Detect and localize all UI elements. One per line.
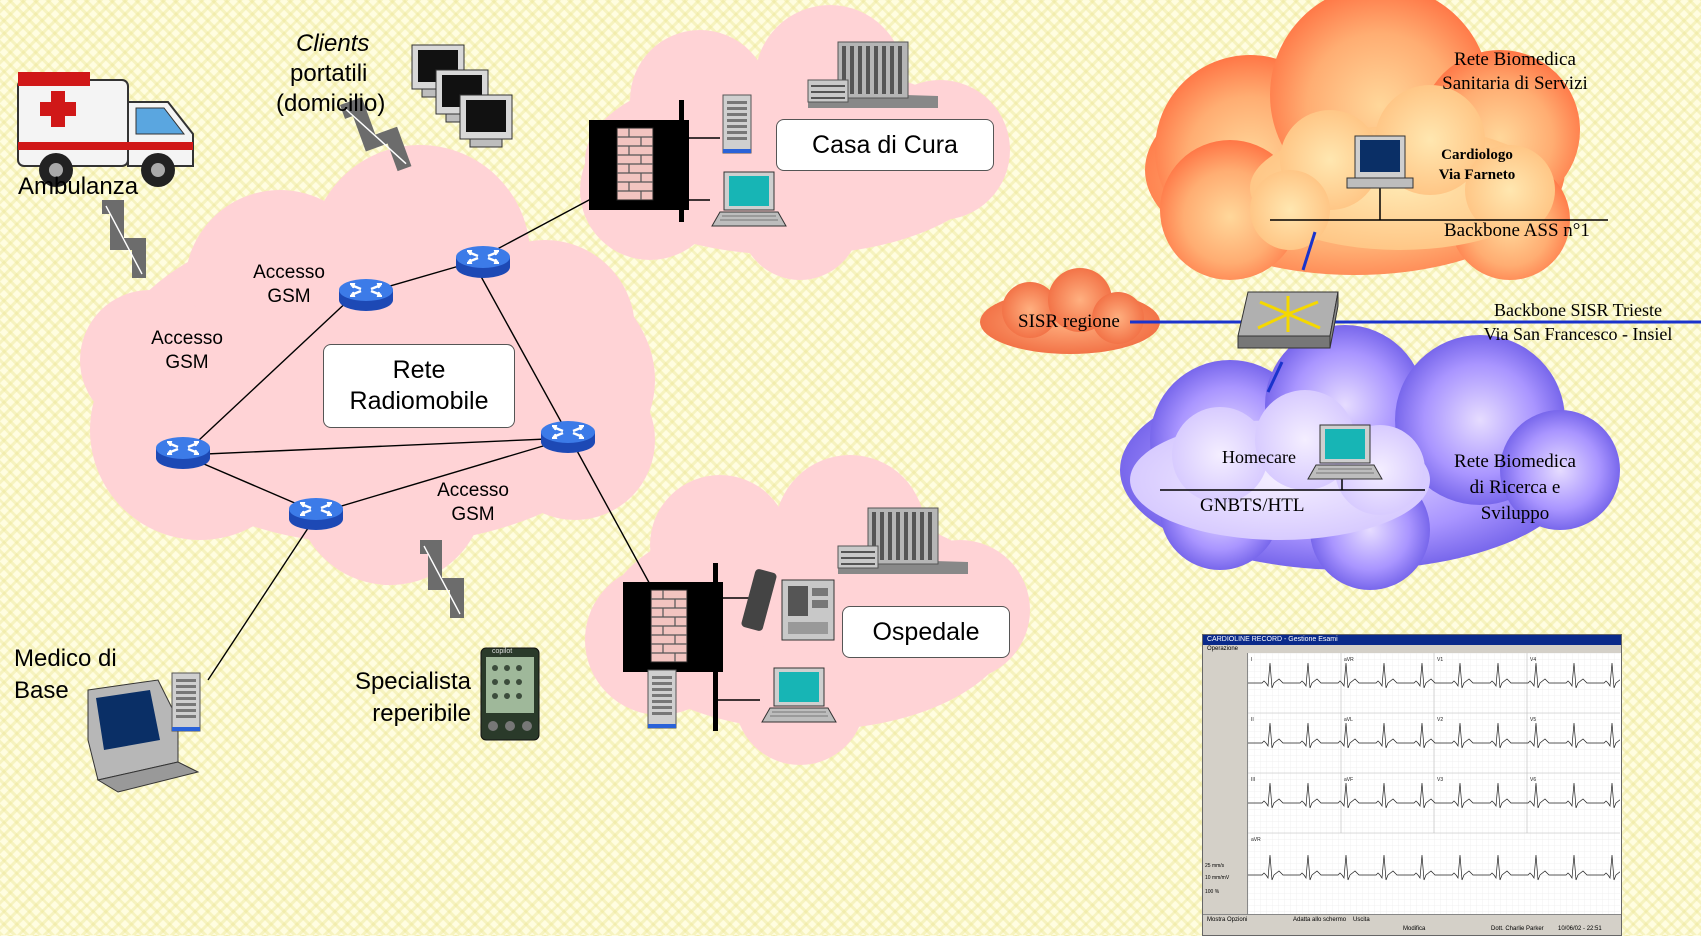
- ecg-zoom: 100 %: [1205, 889, 1220, 895]
- ecg-gain: 10 mm/mV: [1205, 875, 1230, 881]
- ecg-window-title: CARDIOLINE RECORD - Gestione Esami: [1203, 635, 1621, 645]
- ambulanza-label: Ambulanza: [18, 173, 139, 200]
- firewall-icon: [622, 581, 724, 673]
- switch-icon: [1237, 291, 1339, 349]
- ambulance-icon: [17, 72, 194, 187]
- ecg-lead-label: aVR: [1251, 837, 1261, 843]
- sisr-regione-label: SISR regione: [1018, 311, 1120, 332]
- casa-di-cura-label: Casa di Cura: [776, 119, 994, 171]
- firewall-icon: [588, 119, 690, 211]
- backbone-ass-label: Backbone ASS n°1: [1444, 220, 1590, 241]
- computer-icon: [87, 679, 200, 793]
- ecg-trace: [1248, 782, 1620, 809]
- ecg-side-panel: 25 mm/s 10 mm/mV 100 %: [1203, 653, 1248, 915]
- ecg-trace: [1248, 722, 1620, 749]
- ecg-status-item: Adatta allo schermo: [1293, 917, 1347, 923]
- ecg-lead-label: V5: [1530, 717, 1536, 723]
- server-icon: [722, 94, 752, 154]
- ecg-lead-label: aVF: [1344, 777, 1353, 783]
- ecg-window-menu: Operazione: [1203, 645, 1621, 653]
- gnbts-label: GNBTS/HTL: [1200, 495, 1305, 516]
- ecg-speed: 25 mm/s: [1205, 863, 1225, 869]
- pda-icon: [480, 647, 540, 741]
- sisr-regione-cloud: [980, 268, 1160, 354]
- ecg-status-item: 10/06/02 - 22:51: [1558, 926, 1602, 932]
- server-icon: [171, 672, 201, 732]
- computer-icon: [1346, 135, 1414, 189]
- ecg-lead-label: II: [1251, 717, 1254, 723]
- ecg-lead-label: V1: [1437, 657, 1443, 663]
- ecg-trace: [1248, 854, 1620, 881]
- ecg-lead-label: III: [1251, 777, 1255, 783]
- ospedale-label: Ospedale: [842, 606, 1010, 658]
- router-icon: [287, 496, 345, 532]
- ecg-trace: [1248, 662, 1620, 689]
- router-icon: [454, 244, 512, 280]
- ecg-status-item: Uscita: [1353, 917, 1370, 923]
- ecg-lead-label: aVL: [1344, 717, 1353, 723]
- router-icon: [539, 419, 597, 455]
- ecg-status-bar: Mostra Opzioni Adatta allo schermo Uscit…: [1203, 914, 1621, 935]
- clients-label: portatili: [290, 60, 368, 87]
- ecg-lead-label: V4: [1530, 657, 1536, 663]
- ecg-status-item: Mostra Opzioni: [1207, 917, 1248, 923]
- ecg-lead-label: I: [1251, 657, 1252, 663]
- server-icon: [647, 669, 677, 729]
- ecg-lead-label: V3: [1437, 777, 1443, 783]
- ecg-lead-label: V2: [1437, 717, 1443, 723]
- ecg-lead-label: V6: [1530, 777, 1536, 783]
- pda-brand-label: copilot: [492, 648, 513, 655]
- homecare-label: Homecare: [1222, 447, 1296, 467]
- ecg-screenshot: CARDIOLINE RECORD - Gestione Esami Opera…: [1202, 634, 1622, 936]
- router-icon: [337, 277, 395, 313]
- lightning-icon: [101, 199, 147, 279]
- phone-icon: [741, 569, 835, 641]
- computer-icon: [411, 44, 513, 148]
- ecg-status-item: Dott. Charlie Parker: [1491, 926, 1544, 932]
- clients-label: Clients: [296, 30, 370, 57]
- clients-label: (domicilio): [276, 90, 386, 117]
- ecg-status-item: Modifica: [1403, 926, 1426, 932]
- router-icon: [154, 435, 212, 471]
- ecg-lead-label: aVR: [1344, 657, 1354, 663]
